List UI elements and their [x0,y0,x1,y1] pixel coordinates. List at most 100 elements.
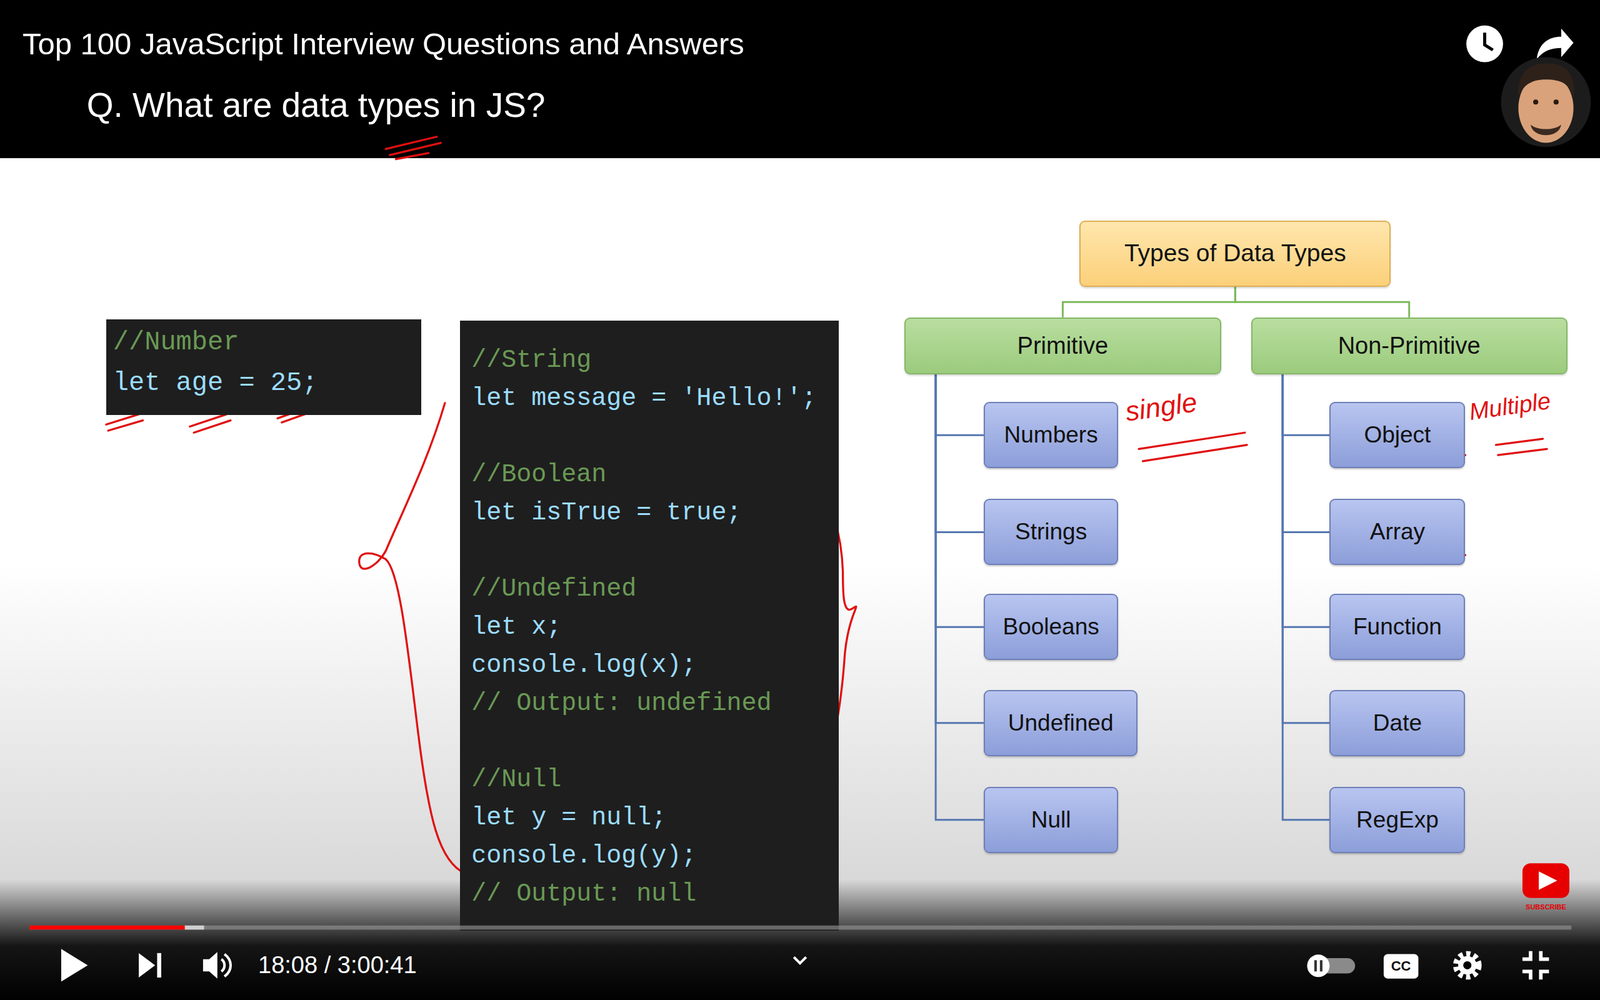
next-triangle [138,953,155,978]
type-box: Strings [983,498,1119,565]
box-label: Types of Data Types [1124,238,1347,269]
code-panel: //Stringlet message = 'Hello!'; //Boolean… [460,320,839,931]
tree-connector [1282,374,1330,435]
bracket-mark [359,403,466,874]
code-line: let y = null; [471,798,667,837]
box-label: Strings [1015,518,1087,546]
corner [1540,951,1549,960]
type-box: Date [1329,690,1465,757]
handwritten-note: Multiple [1467,386,1553,427]
subscribe-caption: SUBSCRIBE [1525,903,1567,912]
box-label: Array [1370,518,1425,546]
code-line: let x; [471,608,562,647]
progress-buffer [185,925,205,930]
pause-bar [1314,960,1317,972]
title-slot: Q. What are data types in JS? [86,84,546,126]
tree-connector [1235,286,1409,318]
code-panel: //Numberlet age = 25; [106,319,422,415]
avatar-eye [1533,99,1539,105]
volume-icon [203,951,231,979]
type-box: Object [1329,401,1465,469]
tree-connector [1282,374,1330,627]
box-label: RegExp [1356,806,1439,834]
code-line: //Null [471,760,562,799]
type-box: Undefined [983,690,1139,757]
code-line: //Boolean [471,455,607,494]
subscribe-badge [1522,863,1570,899]
type-box: Numbers [983,401,1119,469]
tree-connector [1062,286,1235,318]
handwritten-note: single [1123,385,1199,429]
chevron-icon [793,956,807,964]
settings-gear [1456,954,1479,977]
next-bar [156,953,162,978]
corner [1522,971,1531,980]
progress-track [29,925,1572,930]
box-label: Date [1373,709,1422,737]
code-line: let age = 25; [113,363,319,404]
type-box: Booleans [983,593,1119,660]
subscribe-play [1538,871,1557,890]
scribble [190,414,231,433]
gear-body [1458,956,1477,975]
label-slot: SUBSCRIBE [1525,903,1567,912]
box-label: Primitive [1017,331,1109,361]
avatar-ground [1501,56,1592,147]
toggle-track [1308,958,1355,974]
time-readout: 18:08 / 3:00:41 [258,951,417,980]
clock-face [1466,25,1504,63]
tree-connector [935,374,984,435]
tree-connector [935,374,984,724]
scribble [106,414,144,431]
code-line: console.log(x); [471,646,697,685]
subscribe-box [1522,863,1570,899]
tree-connector [935,374,984,627]
tree-connector [1282,374,1330,532]
box-label: Object [1363,421,1431,449]
avatar-eye [1553,99,1559,105]
code-line: let isTrue = true; [471,493,742,532]
pause-bar [1320,960,1323,972]
play-icon [61,948,88,982]
gear-teeth [1456,954,1479,977]
code-line: //String [471,341,592,380]
box-label: Undefined [1008,709,1114,737]
presenter-avatar [1501,56,1592,147]
code-line: // Output: undefined [471,684,772,723]
clock-icon [1466,25,1504,63]
box-label: Booleans [1002,613,1099,641]
sound-wave [221,959,225,972]
next-icon [138,953,162,978]
type-box: Function [1329,593,1465,660]
code-line: //Undefined [471,570,637,609]
type-box: RegExp [1329,786,1465,854]
root-box: Types of Data Types [1079,220,1391,287]
type-box: Null [983,786,1119,854]
code-line: let message = 'Hello!'; [471,379,817,418]
code-line: //Number [113,322,240,364]
label-slot: single [1123,385,1199,429]
underline-mark [1138,432,1247,462]
toggle-knob [1306,954,1330,977]
category-box: Non-Primitive [1251,317,1568,375]
gear-hole [1463,961,1472,970]
scribble [385,136,441,160]
box-label: Null [1031,806,1072,834]
captions-button [1383,954,1419,979]
captions-label: CC [1391,958,1412,975]
code-line: // Output: null [471,875,697,914]
label-slot: CC [1391,958,1412,975]
label-slot: 18:08 / 3:00:41 [258,951,417,980]
video-title: Top 100 JavaScript Interview Questions a… [22,25,745,63]
corner [1540,971,1549,980]
type-box: Array [1329,498,1465,565]
tree-connector [935,374,984,532]
tree-connector [1282,374,1330,724]
category-box: Primitive [904,317,1222,375]
corner [1522,951,1531,960]
exit-fullscreen-icon [1522,951,1549,980]
box-label: Function [1353,613,1442,641]
tree-connector [1282,374,1330,820]
